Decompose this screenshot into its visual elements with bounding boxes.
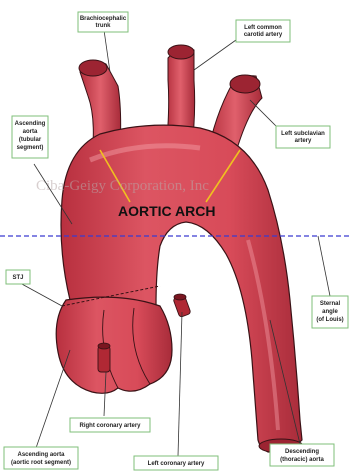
brachiocephalic-opening: [79, 60, 107, 76]
label-ascending-tubular-line-1: Ascending: [15, 121, 46, 127]
label-sternal-angle: Sternal angle (of Louis): [312, 296, 348, 328]
aortic-root: [56, 297, 172, 393]
label-brachiocephalic-line-2: trunk: [96, 23, 112, 29]
leader-left-common-carotid: [194, 40, 236, 70]
label-ascending-root-line-2: (aortic root segment): [11, 460, 71, 466]
label-ascending-root: Ascending aorta (aortic root segment): [4, 447, 78, 469]
label-left-common-carotid-line-1: Left common: [244, 25, 282, 31]
leader-stj: [20, 283, 62, 306]
label-ascending-root-line-1: Ascending aorta: [17, 452, 65, 458]
label-ascending-tubular-line-2: aorta: [23, 129, 38, 135]
label-descending: Descending (thoracic) aorta: [270, 444, 334, 466]
label-left-coronary-text: Left coronary artery: [148, 461, 205, 467]
label-stj-text: STJ: [12, 275, 23, 281]
label-sternal-angle-line-1: Sternal: [320, 301, 341, 307]
label-stj: STJ: [6, 270, 30, 284]
label-sternal-angle-line-3: (of Louis): [316, 317, 343, 323]
label-left-subclavian-line-1: Left subclavian: [281, 131, 325, 137]
right-coronary-artery: [98, 343, 110, 372]
leader-sternal-angle: [318, 236, 330, 296]
label-sternal-angle-line-2: angle: [322, 309, 338, 315]
leader-ascending-root: [36, 350, 70, 448]
label-left-subclavian-line-2: artery: [295, 138, 312, 144]
label-ascending-tubular: Ascending aorta (tubular segment): [12, 116, 48, 158]
leader-left-coronary: [178, 312, 182, 456]
label-descending-line-2: (thoracic) aorta: [280, 457, 324, 463]
diagram-title: AORTIC ARCH: [118, 203, 215, 219]
label-right-coronary-text: Right coronary artery: [79, 423, 141, 429]
aorta-body: [61, 125, 302, 452]
label-right-coronary: Right coronary artery: [70, 418, 150, 432]
label-descending-line-1: Descending: [285, 449, 319, 455]
left-subclavian-opening: [230, 75, 260, 93]
left-common-carotid-opening: [168, 45, 194, 59]
label-left-common-carotid-line-2: carotid artery: [244, 32, 283, 38]
label-left-coronary: Left coronary artery: [134, 456, 218, 470]
label-ascending-tubular-line-4: segment): [17, 145, 44, 151]
label-ascending-tubular-line-3: (tubular: [19, 137, 42, 143]
label-brachiocephalic-line-1: Brachiocephalic: [80, 16, 127, 22]
watermark: Ciba-Geigy Corporation, Inc: [36, 178, 209, 194]
